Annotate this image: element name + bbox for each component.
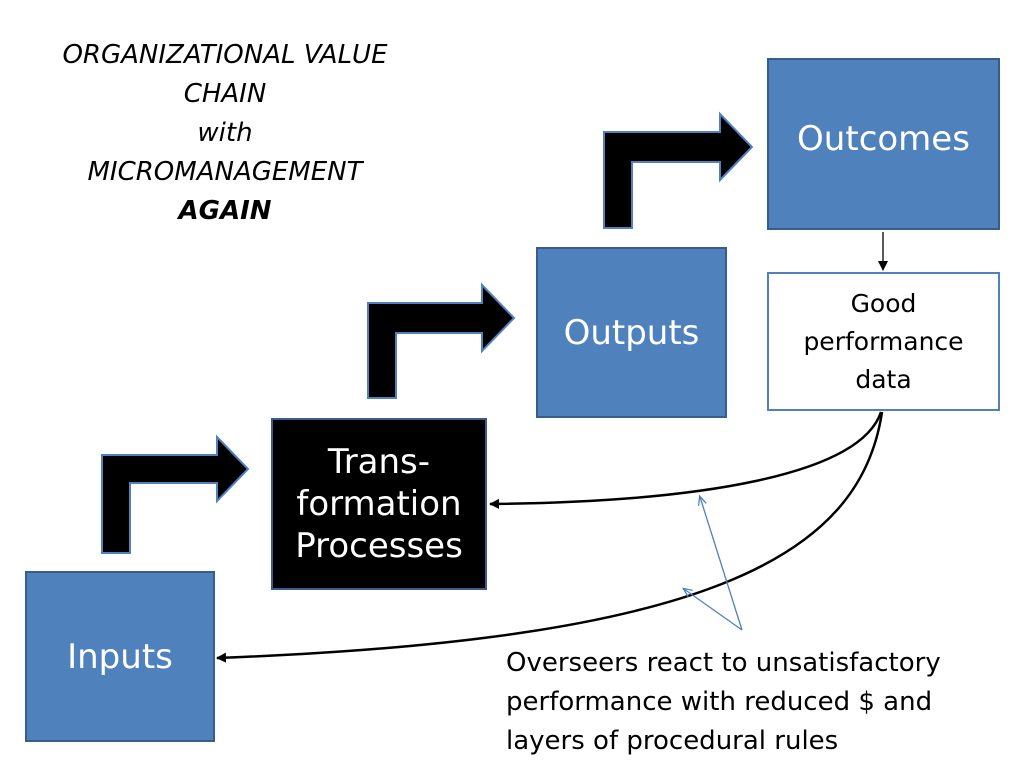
inputs-label: Inputs bbox=[67, 636, 173, 677]
title-line-1: ORGANIZATIONAL VALUE bbox=[62, 40, 388, 70]
performance-label-line-1: Good bbox=[850, 288, 917, 318]
transformation-label-line-2: formation bbox=[296, 484, 462, 524]
caption-line-2: performance with reduced $ and bbox=[506, 687, 933, 717]
outputs-label: Outputs bbox=[563, 312, 700, 353]
title-line-4: MICROMANAGEMENT bbox=[87, 157, 363, 187]
outcomes-box: Outcomes bbox=[767, 58, 1000, 230]
title-line-2: CHAIN bbox=[183, 79, 267, 109]
bent-arrow-outputs-to-outcomes bbox=[603, 111, 754, 229]
feedback-arrow-to-inputs bbox=[216, 411, 884, 663]
bent-arrow-inputs-to-transformation bbox=[101, 434, 250, 554]
bent-arrow-transformation-to-outputs bbox=[367, 282, 516, 399]
diagram-title: ORGANIZATIONAL VALUE CHAIN with MICROMAN… bbox=[40, 36, 410, 231]
transformation-label-line-1: Trans- bbox=[327, 442, 431, 482]
inputs-box: Inputs bbox=[25, 571, 215, 742]
transformation-box: Trans- formation Processes bbox=[271, 418, 487, 590]
performance-label-line-3: data bbox=[855, 364, 912, 394]
transformation-label-line-3: Processes bbox=[295, 526, 463, 566]
performance-label-line-2: performance bbox=[803, 326, 964, 356]
annotation-pointer-lower bbox=[684, 589, 743, 631]
caption-line-1: Overseers react to unsatisfactory bbox=[506, 648, 941, 678]
feedback-arrow-to-transformation bbox=[489, 411, 883, 509]
annotation-pointer-upper bbox=[700, 497, 743, 631]
outputs-box: Outputs bbox=[536, 247, 727, 418]
caption-line-3: layers of procedural rules bbox=[506, 726, 839, 756]
outcomes-label: Outcomes bbox=[797, 119, 970, 159]
overseers-caption: Overseers react to unsatisfactory perfor… bbox=[506, 644, 1016, 761]
title-line-5: AGAIN bbox=[178, 196, 272, 226]
title-line-3: with bbox=[197, 118, 253, 148]
performance-data-box: Good performance data bbox=[767, 272, 1000, 411]
